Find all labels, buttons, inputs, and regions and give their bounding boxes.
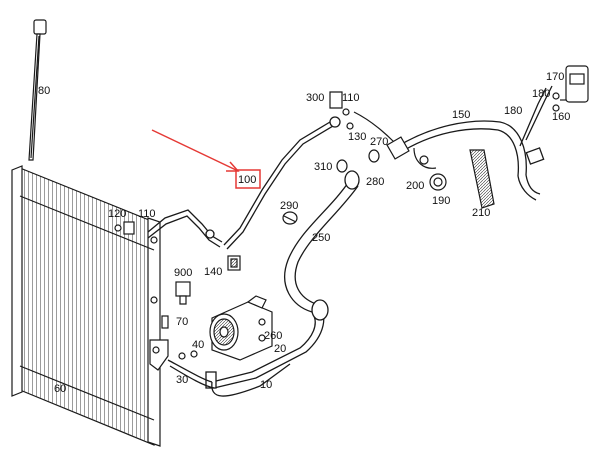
connector-270: [336, 111, 410, 173]
part-labels: 10 20 30 40 60 70 80 100 110 110 120 130…: [38, 71, 570, 395]
label-310: 310: [314, 161, 332, 173]
compressor: [209, 295, 273, 361]
label-60: 60: [54, 383, 66, 395]
highlight-box: [235, 169, 261, 189]
label-70: 70: [176, 316, 188, 328]
fittings-300: [329, 91, 354, 130]
fittings-120: [114, 221, 135, 235]
label-900: 900: [174, 267, 192, 279]
label-200: 200: [406, 180, 424, 192]
sensor-900: [175, 281, 191, 305]
label-10: 10: [260, 379, 272, 391]
label-180-bottom: 180: [504, 105, 522, 117]
label-270: 270: [370, 136, 388, 148]
fittings-left: [149, 315, 198, 371]
dryer-cartridge-80: [28, 19, 47, 161]
highlight-arrow: [151, 129, 240, 172]
clip-290: [282, 211, 298, 225]
label-290: 290: [280, 200, 298, 212]
label-120: 120: [108, 208, 126, 220]
label-300: 300: [306, 92, 324, 104]
label-20: 20: [274, 343, 286, 355]
hose-150: [394, 85, 553, 201]
label-150: 150: [452, 109, 470, 121]
label-110-left: 110: [138, 208, 156, 220]
label-280: 280: [366, 176, 384, 188]
label-100: 100: [238, 174, 256, 186]
label-190: 190: [432, 195, 450, 207]
hose-250: [205, 170, 360, 389]
pipe-110: [147, 209, 223, 248]
wedge-210: [469, 149, 495, 209]
label-40: 40: [192, 339, 204, 351]
label-140: 140: [204, 266, 222, 278]
bracket-140: [227, 255, 241, 271]
label-110-top: 110: [342, 92, 360, 104]
label-30: 30: [176, 374, 188, 386]
label-130: 130: [348, 131, 366, 143]
label-210: 210: [472, 207, 490, 219]
pipe-100: [223, 116, 341, 250]
hose-10: [167, 359, 291, 397]
label-260: 260: [264, 330, 282, 342]
label-80: 80: [38, 85, 50, 97]
expansion-valve-170: [552, 65, 589, 112]
label-170: 170: [546, 71, 564, 83]
label-160: 160: [552, 111, 570, 123]
label-250: 250: [312, 232, 330, 244]
fittings-190-200: [413, 147, 447, 191]
condenser-60: [11, 165, 161, 447]
label-180-top: 180: [532, 88, 550, 100]
